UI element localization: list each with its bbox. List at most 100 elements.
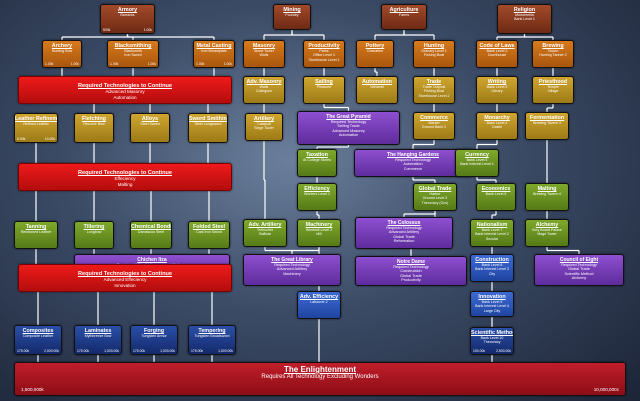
tech-title: Commerce <box>420 115 448 121</box>
tech-description: Brewing Tavern 3 <box>533 121 561 125</box>
tech-description: Monuments Bank Level 1 <box>514 13 535 22</box>
banner-requirement: Advanced Effeciency <box>103 277 147 282</box>
tech-title: Metal Casting <box>196 43 232 49</box>
tech-cost-right: 1,000.00k <box>104 349 119 353</box>
tech-title: Notre Dame <box>396 259 426 265</box>
tech-description: Walls Collegium <box>256 85 272 94</box>
tech-title: Composites <box>22 328 54 334</box>
tech-cost-left: 1.00k <box>196 62 205 66</box>
final-subtitle: Requires All Technology Excluding Wonder… <box>261 374 379 380</box>
tech-title: Leather Refinement <box>15 116 58 122</box>
tech-description: Refined Leather <box>23 122 49 126</box>
tech-description: Granaries <box>367 49 383 53</box>
tech-title: Adv. Efficiency <box>299 294 339 300</box>
tech-title: Pottery <box>365 43 385 49</box>
tech-chemical-bonding[interactable]: Chemical BondingDamascus Steel <box>130 221 172 249</box>
tech-title: The Great Library <box>271 257 313 263</box>
tech-title: Tanning <box>25 224 47 230</box>
tech-title: Malting <box>537 186 557 192</box>
tech-title: The Great Pyramid <box>326 114 371 120</box>
tech-description: Reinforced Leather <box>20 230 52 234</box>
tech-cost-left: 1.00k <box>110 62 119 66</box>
tech-title: Artillery <box>253 116 275 122</box>
tech-description: Required Technology Advanced Artillery M… <box>274 263 310 276</box>
tech-title: Council of Eight <box>559 257 599 263</box>
tech-title: Archery <box>51 43 73 49</box>
tech-cost-right: 1.00k <box>223 62 232 66</box>
tech-cost-left: 500k <box>103 28 111 32</box>
tech-description: Harbor Ground Level 3 Theocracy (Gov) <box>421 192 449 205</box>
tech-title: The Hanging Gardens <box>387 152 439 158</box>
tech-title: Alchemy <box>535 222 559 228</box>
tech-title: Fermentation <box>529 115 565 121</box>
tech-leather-refinement[interactable]: Leather RefinementRefined Leather5.00k10… <box>14 113 58 143</box>
tech-title: Forging <box>143 328 165 334</box>
tech-description: Trebuchet Ballista <box>256 228 274 237</box>
tech-title: Alloys <box>141 116 159 122</box>
tech-description: Catapult Siege Tower <box>254 122 274 131</box>
tech-description: Parks Office Level 1 Storehouse Level 1 <box>308 49 340 62</box>
tech-description: Brewing Tavern 4 <box>533 192 561 196</box>
tech-title: Hunting <box>423 43 445 49</box>
tech-title: Efficiency <box>304 186 330 192</box>
tech-title: Brewing <box>542 43 564 49</box>
tech-description: Bank Level 2 Courthouse <box>486 49 508 58</box>
tech-title: Writing <box>487 79 507 85</box>
